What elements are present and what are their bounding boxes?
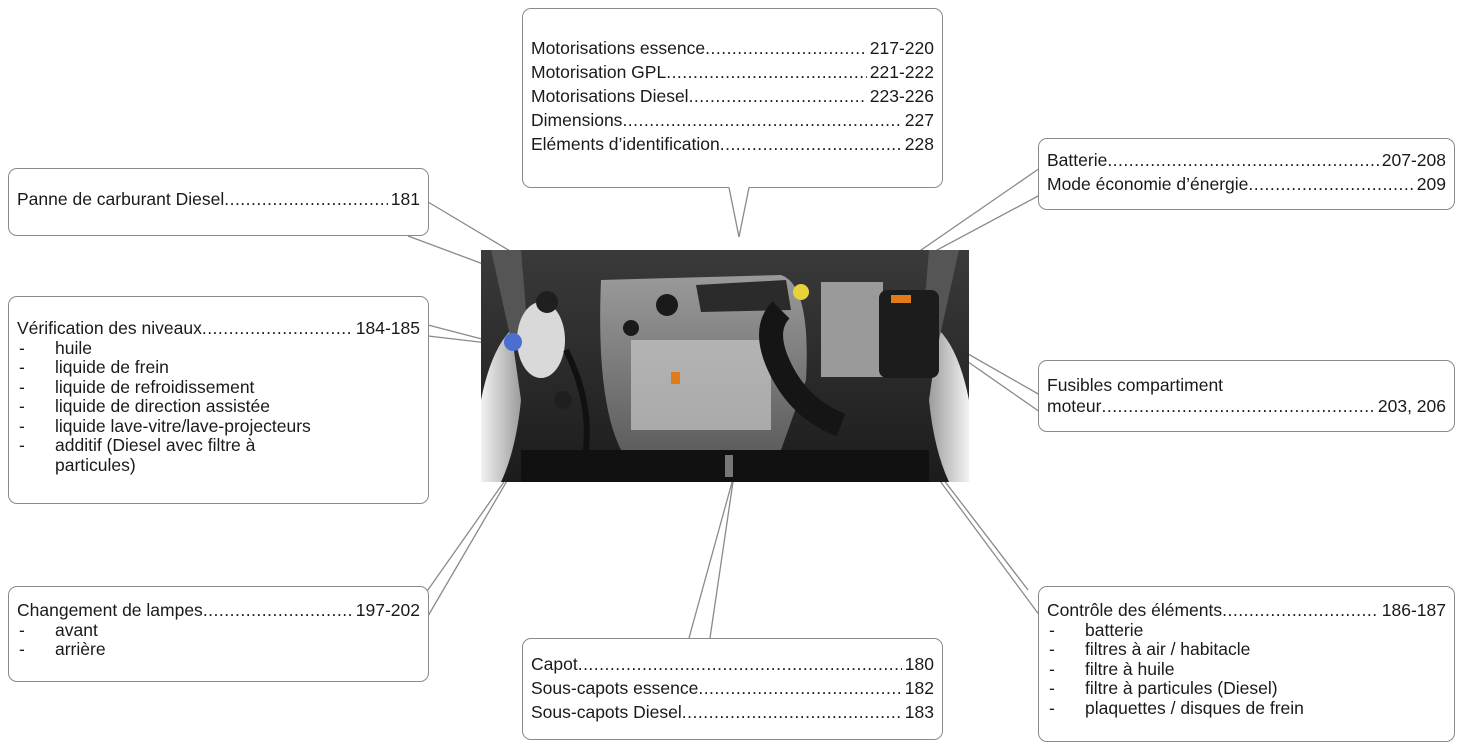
toc-row-elements-identification[interactable]: Eléments d’identification228 — [531, 131, 934, 155]
toc-row-capot[interactable]: Capot180 — [531, 651, 934, 675]
list-item: filtre à huile — [1047, 659, 1446, 680]
controle-sublist: batterie filtres à air / habitacle filtr… — [1047, 620, 1446, 719]
list-item: filtre à particules (Diesel) — [1047, 678, 1446, 699]
callout-pointer — [728, 187, 750, 238]
callout-batterie: Batterie207-208 Mode économie d’énergie2… — [1038, 138, 1455, 210]
callout-motorisations: Motorisations essence217-220 Motorisatio… — [522, 8, 943, 188]
list-item: liquide lave-vitre/lave-projecteurs — [17, 416, 420, 437]
list-item: liquide de frein — [17, 357, 420, 378]
headlight-left — [481, 330, 521, 482]
list-item: avant — [17, 620, 420, 641]
air-intake-hose — [759, 301, 846, 437]
filler-cap — [793, 284, 809, 300]
callout-capot: Capot180 Sous-capots essence182 Sous-cap… — [522, 638, 943, 740]
toc-row-motorisation-gpl[interactable]: Motorisation GPL221-222 — [531, 59, 934, 83]
toc-row-panne-carburant[interactable]: Panne de carburant Diesel181 — [17, 186, 420, 210]
list-item: plaquettes / disques de frein — [1047, 698, 1446, 719]
callout-verification-niveaux: Vérification des niveaux184-185 huile li… — [8, 296, 429, 504]
list-item: liquide de refroidissement — [17, 377, 420, 398]
battery — [821, 282, 883, 377]
lampes-sublist: avant arrière — [17, 620, 420, 660]
fuse-box-label — [891, 295, 911, 303]
toc-row-sous-capots-diesel[interactable]: Sous-capots Diesel183 — [531, 699, 934, 723]
list-item: filtres à air / habitacle — [1047, 639, 1446, 660]
toc-row-batterie[interactable]: Batterie207-208 — [1047, 147, 1446, 171]
toc-row-sous-capots-essence[interactable]: Sous-capots essence182 — [531, 675, 934, 699]
callout-changement-lampes: Changement de lampes197-202 avant arrièr… — [8, 586, 429, 682]
toc-row-dimensions[interactable]: Dimensions227 — [531, 107, 934, 131]
list-item: additif (Diesel avec filtre à particules… — [17, 435, 325, 475]
leader-capot — [688, 474, 735, 639]
toc-row-mode-economie[interactable]: Mode économie d’énergie209 — [1047, 171, 1446, 195]
callout-panne-carburant: Panne de carburant Diesel181 — [8, 168, 429, 236]
fuse-box — [879, 290, 939, 378]
toc-row-fusibles[interactable]: moteur203, 206 — [1047, 396, 1446, 417]
toc-row-motorisations-diesel[interactable]: Motorisations Diesel223-226 — [531, 83, 934, 107]
coolant-reservoir — [517, 302, 565, 378]
toc-row-changement-lampes[interactable]: Changement de lampes197-202 — [17, 600, 420, 621]
toc-row-controle-elements[interactable]: Contrôle des éléments186-187 — [1047, 600, 1446, 621]
list-item: liquide de direction assistée — [17, 396, 420, 417]
leader-lampes — [417, 461, 519, 617]
callout-controle-elements: Contrôle des éléments186-187 batterie fi… — [1038, 586, 1455, 742]
list-item: huile — [17, 338, 420, 359]
toc-row-motorisations-essence[interactable]: Motorisations essence217-220 — [531, 35, 934, 59]
callout-fusibles: Fusibles compartiment moteur203, 206 — [1038, 360, 1455, 432]
niveaux-sublist: huile liquide de frein liquide de refroi… — [17, 338, 420, 476]
list-item: batterie — [1047, 620, 1446, 641]
toc-row-verification-niveaux[interactable]: Vérification des niveaux184-185 — [17, 318, 420, 339]
reservoir-cap — [504, 333, 522, 351]
list-item: arrière — [17, 639, 420, 660]
fusibles-title: Fusibles compartiment — [1047, 375, 1224, 395]
engine-bay-illustration — [481, 250, 969, 482]
